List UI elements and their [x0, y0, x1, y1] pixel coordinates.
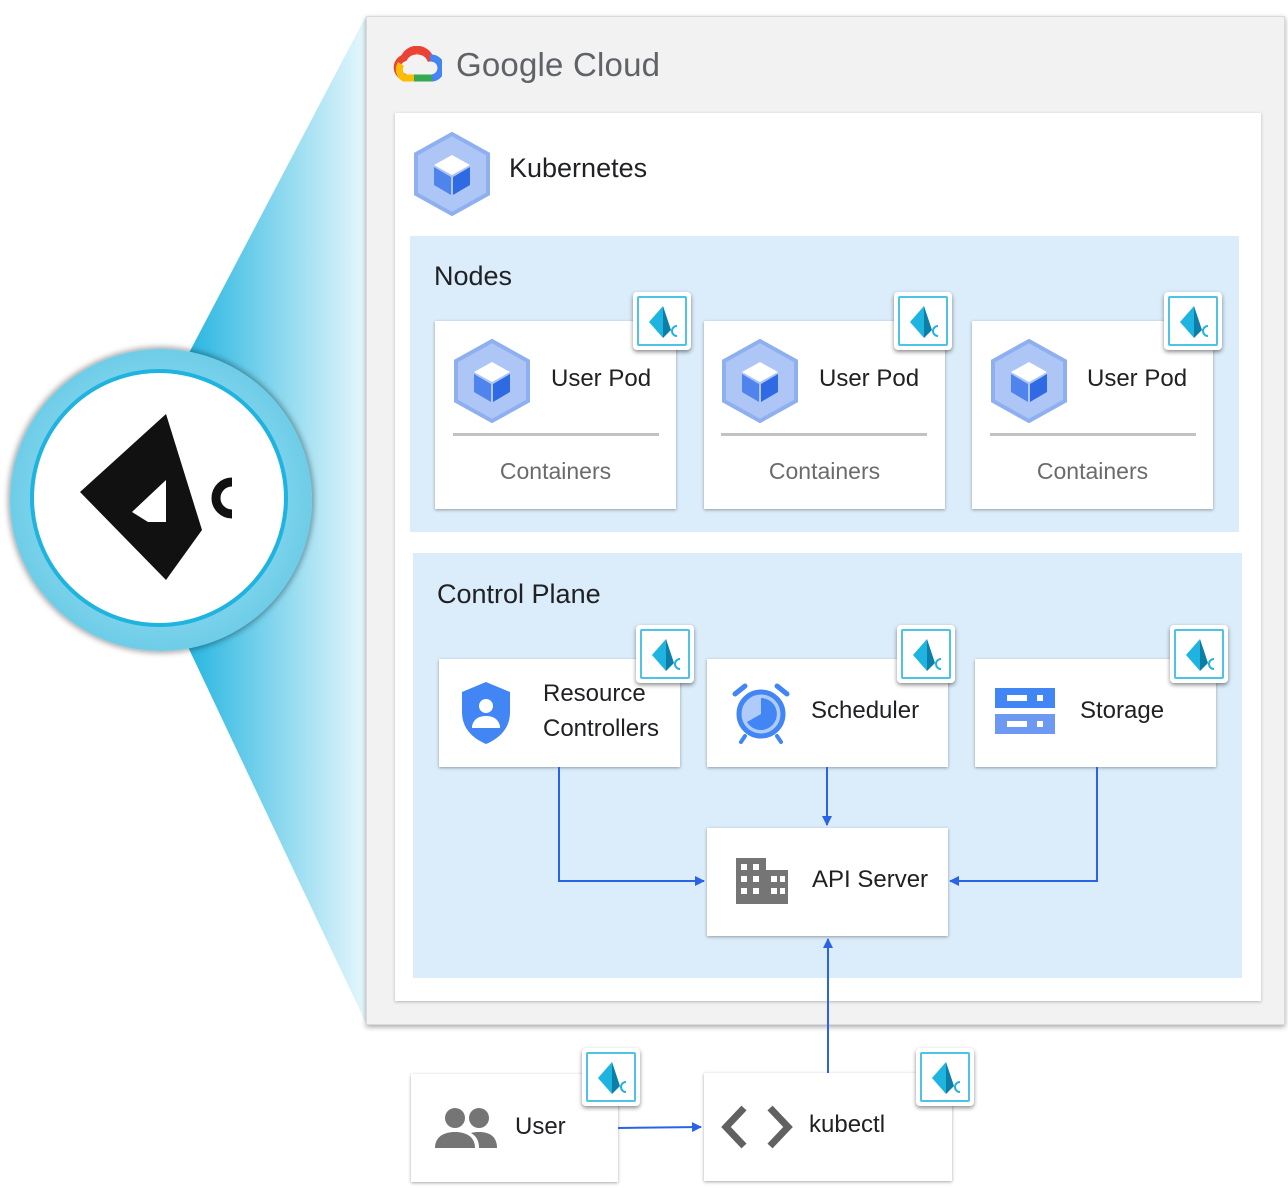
containers-label: Containers [768, 458, 881, 484]
user-pod-title: User Pod [551, 365, 652, 392]
storage-icon [995, 688, 1055, 734]
pod-divider [990, 433, 1196, 436]
storage-label: Storage [1080, 697, 1165, 724]
nodes-title: Nodes [434, 261, 513, 291]
brand-badge-icon [636, 625, 694, 683]
pod-icon [991, 338, 1067, 424]
shield-user-icon [462, 682, 510, 744]
pod-divider [453, 433, 659, 436]
brand-badge-icon [633, 292, 691, 350]
scheduler-label: Scheduler [811, 697, 920, 724]
pod-icon [722, 338, 798, 424]
kubernetes-title: Kubernetes [509, 153, 648, 183]
google-cloud-logo-icon [393, 46, 442, 82]
brand-badge-icon [582, 1048, 640, 1106]
users-icon [435, 1108, 497, 1148]
api-server-label: API Server [812, 866, 929, 893]
kubectl-label: kubectl [809, 1111, 886, 1138]
user-label: User [515, 1113, 566, 1140]
pod-divider [721, 433, 927, 436]
pod-icon [454, 338, 530, 424]
brand-badge-icon [916, 1048, 974, 1106]
brand-badge-icon [897, 625, 955, 683]
user-pod-title: User Pod [1087, 365, 1188, 392]
brand-badge-icon [1164, 292, 1222, 350]
brand-badge-icon [1170, 625, 1228, 683]
containers-label: Containers [499, 458, 612, 484]
resource-controllers-label-line2: Controllers [543, 715, 660, 742]
google-cloud-title: Google Cloud [456, 46, 661, 83]
code-brackets-icon [721, 1105, 793, 1149]
alarm-clock-icon [732, 683, 790, 744]
user-pod-title: User Pod [819, 365, 920, 392]
building-icon [736, 858, 788, 904]
containers-label: Containers [1036, 458, 1149, 484]
kubectl-card[interactable] [704, 1073, 952, 1181]
brand-badge-icon [894, 292, 952, 350]
kubernetes-icon [414, 131, 490, 217]
resource-controllers-label-line1: Resource [543, 680, 646, 707]
brand-logo-icon [80, 414, 233, 580]
control-plane-title: Control Plane [437, 579, 601, 609]
